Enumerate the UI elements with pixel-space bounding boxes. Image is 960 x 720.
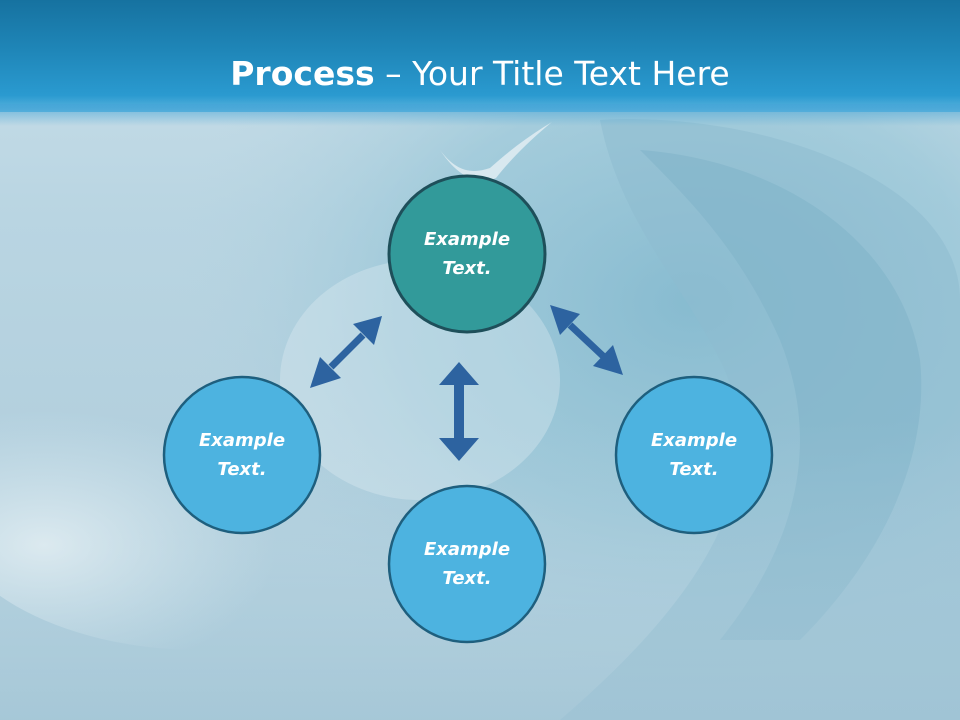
left-node-line2: Text. [217, 459, 267, 480]
slide-title: Process – Your Title Text Here [0, 50, 960, 98]
title-separator: – [374, 54, 413, 93]
arrow-hub-right [550, 305, 623, 375]
hub-node-line2: Text. [442, 258, 492, 279]
left-node [162, 375, 322, 535]
arrow-hub-bottom [439, 362, 479, 461]
title-bar-fade [0, 104, 960, 126]
hub-node-line1: Example [423, 229, 511, 250]
bottom-node-label: Example Text. [392, 535, 542, 593]
bottom-node-line1: Example [423, 539, 511, 560]
hub-node [387, 174, 547, 334]
left-node-line1: Example [198, 430, 286, 451]
title-rest: Your Title Text Here [412, 54, 730, 93]
right-node-line2: Text. [669, 459, 719, 480]
right-node-label: Example Text. [619, 426, 769, 484]
title-bar [0, 0, 960, 112]
bottom-node [387, 484, 547, 644]
left-node-label: Example Text. [167, 426, 317, 484]
hub-node-label: Example Text. [392, 225, 542, 283]
right-node [614, 375, 774, 535]
title-bold-part: Process [230, 54, 375, 93]
arrow-hub-left [310, 316, 382, 388]
bottom-node-line2: Text. [442, 568, 492, 589]
right-node-line1: Example [650, 430, 738, 451]
